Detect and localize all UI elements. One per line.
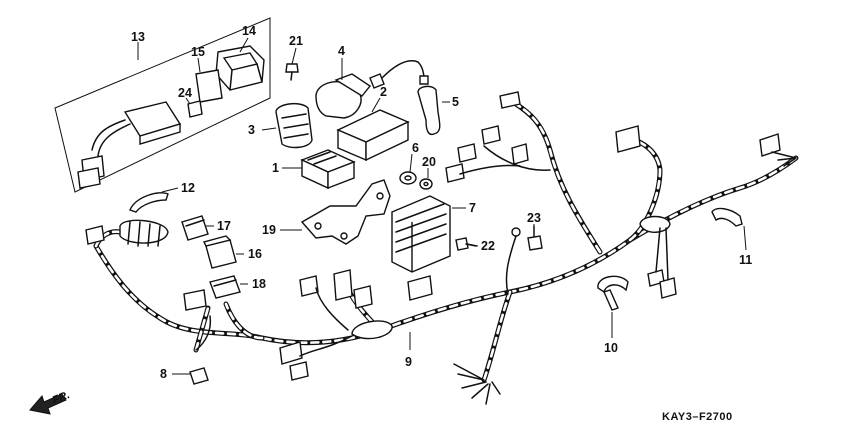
diagram-code: KAY3–F2700	[662, 411, 733, 423]
harness-sleeve	[119, 215, 671, 340]
clamp-band-part	[129, 192, 169, 213]
relay-socket-part	[209, 275, 241, 299]
wire-ends	[195, 145, 797, 405]
callout-18: 18	[252, 277, 266, 291]
callout-13: 13	[131, 30, 145, 44]
callout-21: 21	[289, 34, 303, 48]
callout-12: 12	[181, 181, 195, 195]
callout-23: 23	[527, 211, 541, 225]
cdi-unit-part	[336, 109, 410, 162]
callout-4: 4	[338, 44, 345, 58]
fuse-box-part	[300, 149, 356, 190]
callout-7: 7	[469, 201, 476, 215]
callout-1: 1	[272, 161, 279, 175]
bolt-part-23	[527, 225, 543, 251]
callout-3: 3	[248, 123, 255, 137]
relay-part	[181, 215, 209, 241]
harness-clip-part	[711, 207, 743, 227]
front-direction-arrow-icon	[29, 393, 67, 415]
small-clip-part	[187, 100, 203, 118]
connector-cover-part	[215, 45, 265, 91]
callout-24: 24	[178, 86, 192, 100]
relay-part-16	[202, 235, 237, 269]
exploded-view-box	[54, 17, 271, 193]
callout-15: 15	[191, 45, 205, 59]
callout-numbers: 13 15 14 24 21 4 5 2 3 1 6 20 12 7 23 22…	[131, 24, 752, 381]
callout-6: 6	[412, 141, 419, 155]
callout-5: 5	[452, 95, 459, 109]
callout-19: 19	[262, 223, 276, 237]
bolt-part-22	[455, 237, 477, 251]
connector-part-8	[189, 367, 209, 385]
callout-20: 20	[422, 155, 436, 169]
plug-cap-part	[417, 85, 441, 136]
regulator-rectifier-part	[391, 195, 451, 273]
leader-lines	[137, 37, 747, 375]
ignition-coil-part	[315, 60, 429, 119]
front-direction-label: FR.	[51, 389, 72, 407]
label-plate-part	[195, 69, 223, 103]
collar-part	[419, 178, 433, 190]
callout-14: 14	[242, 24, 256, 38]
callout-10: 10	[604, 341, 618, 355]
bolt-part	[285, 63, 299, 81]
callout-2: 2	[380, 85, 387, 99]
grommet-part	[399, 171, 417, 185]
harness-connectors	[85, 91, 781, 381]
sub-harness-part	[77, 101, 182, 189]
callout-11: 11	[739, 253, 752, 267]
callout-8: 8	[160, 367, 167, 381]
callout-9: 9	[405, 355, 412, 369]
harness-band-part	[597, 275, 629, 311]
bracket-part	[300, 179, 391, 245]
callout-16: 16	[248, 247, 262, 261]
rubber-holder-part	[275, 102, 313, 149]
callout-22: 22	[481, 239, 495, 253]
callout-17: 17	[217, 219, 231, 233]
